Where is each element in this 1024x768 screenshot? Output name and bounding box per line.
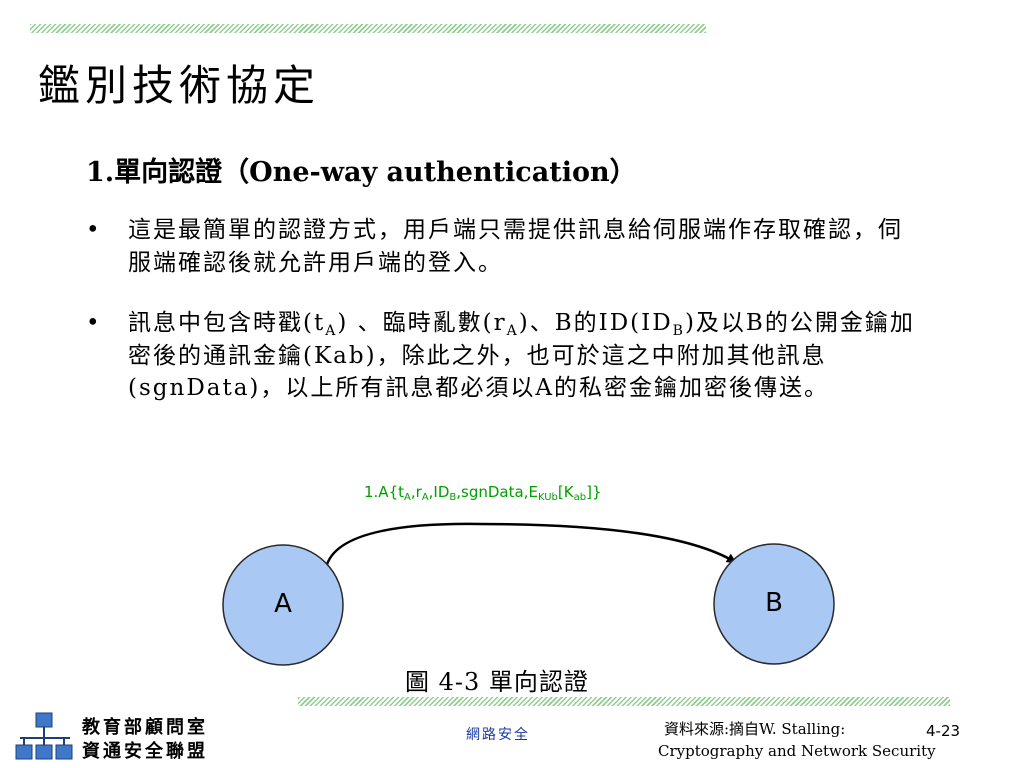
bullet-marker: •	[86, 310, 102, 336]
course-name: 網路安全	[466, 727, 530, 743]
slide-title: 鑑別技術協定	[38, 61, 321, 110]
network-blocks-icon	[15, 712, 73, 760]
source-line-1: 資料來源:摘自W. Stalling:	[664, 720, 846, 738]
bullet-text: 訊息中包含時戳(tA) 、臨時亂數(rA)、B的ID(IDB)及以B的公開金鑰加…	[128, 307, 916, 405]
bullet-item-2: • 訊息中包含時戳(tA) 、臨時亂數(rA)、B的ID(IDB)及以B的公開金…	[86, 307, 916, 405]
subscript: A	[421, 492, 429, 503]
subscript: ab	[573, 492, 587, 503]
text-run: )及以B的公開金鑰加密後的通訊金鑰(Kab)，除此之外，也可於這之中附加其他訊息…	[128, 310, 915, 401]
slide-subtitle: 1.單向認證（One-way authentication）	[86, 157, 637, 188]
node-a-circle	[222, 544, 344, 666]
subscript: A	[506, 323, 519, 339]
text-run: ,r	[410, 483, 422, 501]
bottom-hatch-divider	[298, 697, 950, 706]
text-run: ]}	[586, 483, 602, 501]
source-line-2: Cryptography and Network Security	[658, 742, 936, 760]
text-run: ,ID	[428, 483, 450, 501]
subscript: A	[404, 492, 411, 503]
bullet-item-1: • 這是最簡單的認證方式，用戶端只需提供訊息給伺服端作存取確認，伺服端確認後就允…	[86, 214, 916, 279]
bullet-text: 這是最簡單的認證方式，用戶端只需提供訊息給伺服端作存取確認，伺服端確認後就允許用…	[128, 217, 903, 276]
bullet-marker: •	[86, 217, 102, 243]
node-b-circle	[713, 543, 835, 665]
org-name-line-1: 教育部顧問室	[82, 717, 208, 738]
subscript: B	[672, 323, 685, 339]
node-b-label: B	[765, 588, 783, 618]
text-run: 訊息中包含時戳(t	[128, 310, 326, 336]
subscript: KUb	[537, 492, 558, 503]
text-run: )、B的ID(ID	[518, 310, 673, 336]
text-run: 1.A{t	[364, 483, 404, 501]
text-run: ) 、臨時亂數(r	[337, 310, 507, 336]
message-arrow	[324, 522, 737, 569]
subscript: B	[449, 492, 457, 503]
message-label: 1.A{tA,rA,IDB,sgnData,EKUb[Kab]}	[364, 483, 602, 503]
node-a-label: A	[274, 589, 292, 619]
org-name-line-2: 資通安全聯盟	[82, 741, 208, 762]
page-number: 4-23	[926, 722, 961, 740]
top-hatch-divider	[30, 24, 706, 33]
subscript: A	[325, 323, 338, 339]
text-run: [K	[557, 483, 574, 501]
text-run: ,sgnData,E	[456, 483, 538, 501]
figure-caption: 圖 4-3 單向認證	[405, 668, 589, 696]
